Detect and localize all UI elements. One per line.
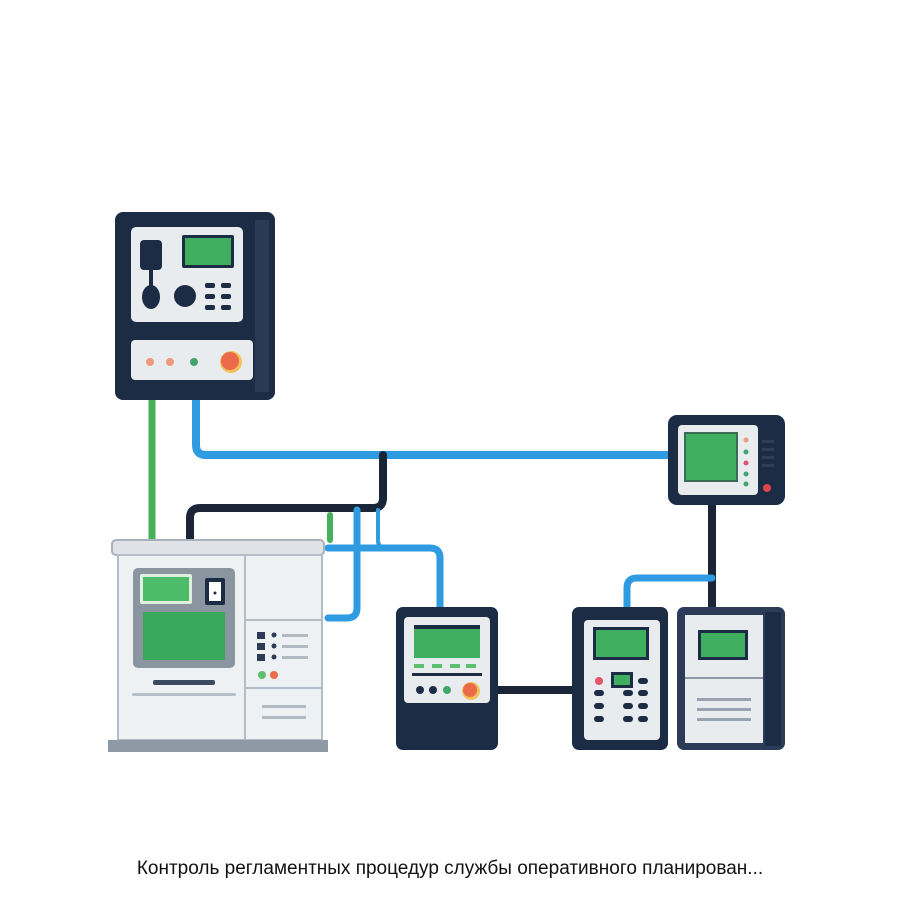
meter-device (396, 607, 498, 750)
cable-blue-loop (324, 506, 361, 622)
cable-blue-thin (376, 508, 388, 550)
cable-blue-right (623, 574, 716, 611)
cable-blue-main (192, 396, 672, 459)
cable-blue-to-meter (324, 544, 444, 611)
cabinet-device (677, 607, 785, 750)
keypad-device (572, 607, 668, 750)
caption: Контроль регламентных процедур службы оп… (136, 858, 764, 879)
monitor-device (668, 415, 785, 505)
server-cabinet (108, 539, 328, 752)
cable-black-main (186, 451, 387, 544)
cables (148, 396, 716, 694)
control-panel-device (115, 212, 275, 400)
